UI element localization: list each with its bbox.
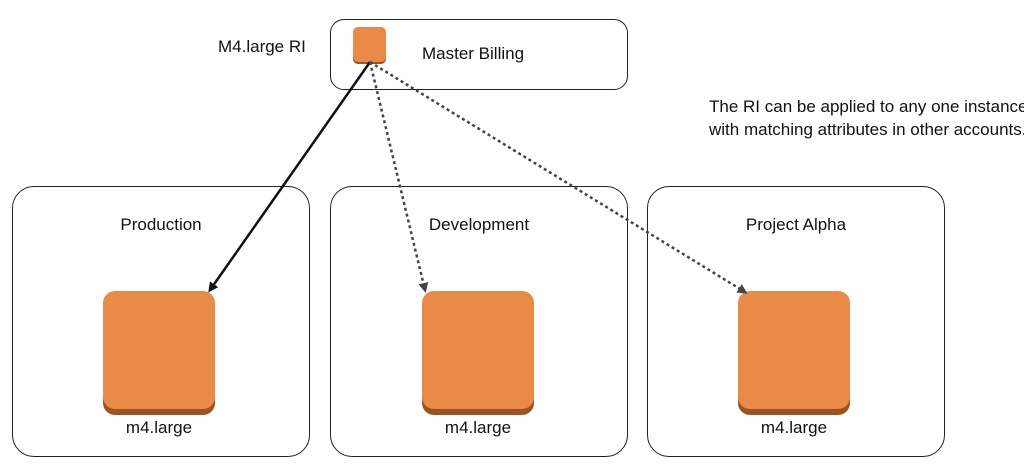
instance-icon-project-alpha [738, 291, 850, 409]
master-billing-box [330, 19, 628, 90]
ri-note: The RI can be applied to any one instanc… [709, 97, 1024, 139]
account-title-production: Production [120, 215, 202, 234]
instance-label-project-alpha: m4.large [760, 418, 828, 437]
account-box-production [12, 186, 310, 457]
arrow-to-production [208, 61, 372, 293]
account-title-project-alpha: Project Alpha [745, 215, 847, 234]
arrow-to-development [368, 61, 429, 293]
instance-label-production: m4.large [125, 418, 193, 437]
instance-icon-production [103, 291, 215, 409]
ri-label: M4.large RI [218, 37, 306, 56]
instance-label-development: m4.large [444, 418, 512, 437]
master-billing-title: Master Billing [422, 44, 525, 63]
ri-instance-icon [353, 27, 386, 62]
arrow-to-project-alpha [369, 60, 748, 294]
instance-icon-development [422, 291, 534, 409]
account-box-development [330, 186, 628, 457]
account-box-project-alpha [647, 186, 945, 457]
account-title-development: Development [428, 215, 530, 234]
